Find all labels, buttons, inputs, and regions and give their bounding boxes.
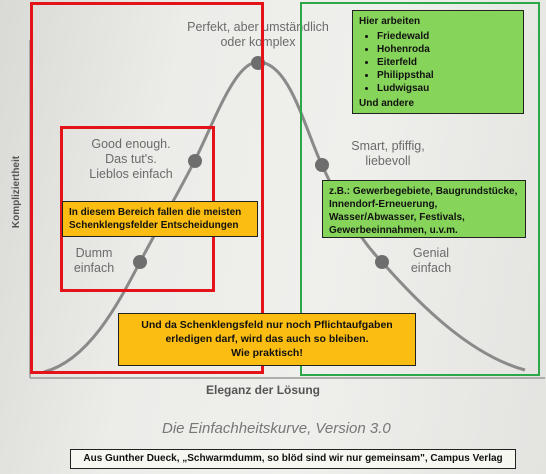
x-axis-label: Eleganz der Lösung [206, 383, 321, 397]
place-item: Hohenroda [377, 43, 517, 56]
beispiele-line1: z.B.: Gewerbegebiete, Baugrundstücke, [329, 186, 518, 197]
label-good-enough-line3: Lieblos einfach [89, 167, 173, 181]
label-good-enough-line1: Good enough. [91, 137, 171, 151]
pflicht-line3: Wie praktisch! [231, 347, 303, 359]
label-perfekt: Perfekt, aber umständlich oder komplex [178, 20, 338, 50]
label-perfekt-line2: oder komplex [220, 35, 296, 49]
bereich-note: In diesem Bereich fallen die meisten Sch… [62, 201, 258, 237]
bereich-line2: Schenklengsfelder Entscheidungen [69, 220, 239, 231]
point-smart [315, 158, 329, 172]
pflicht-note: Und da Schenklengsfeld nur noch Pflichta… [118, 313, 416, 366]
point-dumm [133, 255, 147, 269]
point-good-enough [188, 154, 202, 168]
beispiele-line3: Wasser/Abwasser, Festivals, [329, 212, 465, 223]
red-outer-frame [30, 2, 264, 374]
label-smart-line2: liebevoll [365, 154, 411, 168]
label-dumm-line2: einfach [73, 261, 115, 275]
label-genial: Genial einfach [396, 246, 466, 276]
label-genial-line2: einfach [410, 261, 452, 275]
place-item: Philippsthal [377, 69, 517, 82]
place-item: Ludwigsau [377, 82, 517, 95]
bereich-line1: In diesem Bereich fallen die meisten [69, 207, 242, 218]
label-good-enough-line2: Das tut's. [105, 152, 157, 166]
pflicht-line1: Und da Schenklengsfeld nur noch Pflichta… [141, 319, 393, 331]
diagram-caption: Die Einfachheitskurve, Version 3.0 [162, 420, 391, 437]
green-frame [300, 2, 540, 376]
places-list: Friedewald Hohenroda Eiterfeld Philippst… [359, 30, 517, 95]
place-item: Friedewald [377, 30, 517, 43]
place-item: Eiterfeld [377, 56, 517, 69]
beispiele-line4: Gewerbeeinnahmen, u.v.m. [329, 225, 458, 236]
label-smart-line1: Smart, pfiffig, [351, 139, 425, 153]
source-citation: Aus Gunther Dueck, „Schwarmdumm, so blöd… [70, 449, 516, 469]
label-dumm: Dumm einfach [64, 246, 124, 276]
beispiele-line2: Innendorf-Erneuerung, [329, 199, 438, 210]
point-genial [375, 255, 389, 269]
hier-arbeiten-note: Hier arbeiten Friedewald Hohenroda Eiter… [352, 10, 524, 114]
label-good-enough: Good enough. Das tut's. Lieblos einfach [76, 137, 186, 182]
beispiele-note: z.B.: Gewerbegebiete, Baugrundstücke, In… [322, 180, 526, 238]
label-smart: Smart, pfiffig, liebevoll [333, 139, 443, 169]
label-genial-line1: Genial [412, 246, 450, 260]
hier-arbeiten-footer: Und andere [359, 98, 415, 109]
hier-arbeiten-title: Hier arbeiten [359, 16, 421, 27]
pflicht-line2: erledigen darf, wird das auch so bleiben… [165, 333, 369, 345]
label-dumm-line1: Dumm [75, 246, 113, 260]
y-axis-label: Kompliziertheit [11, 155, 22, 229]
label-perfekt-line1: Perfekt, aber umständlich [187, 20, 329, 34]
